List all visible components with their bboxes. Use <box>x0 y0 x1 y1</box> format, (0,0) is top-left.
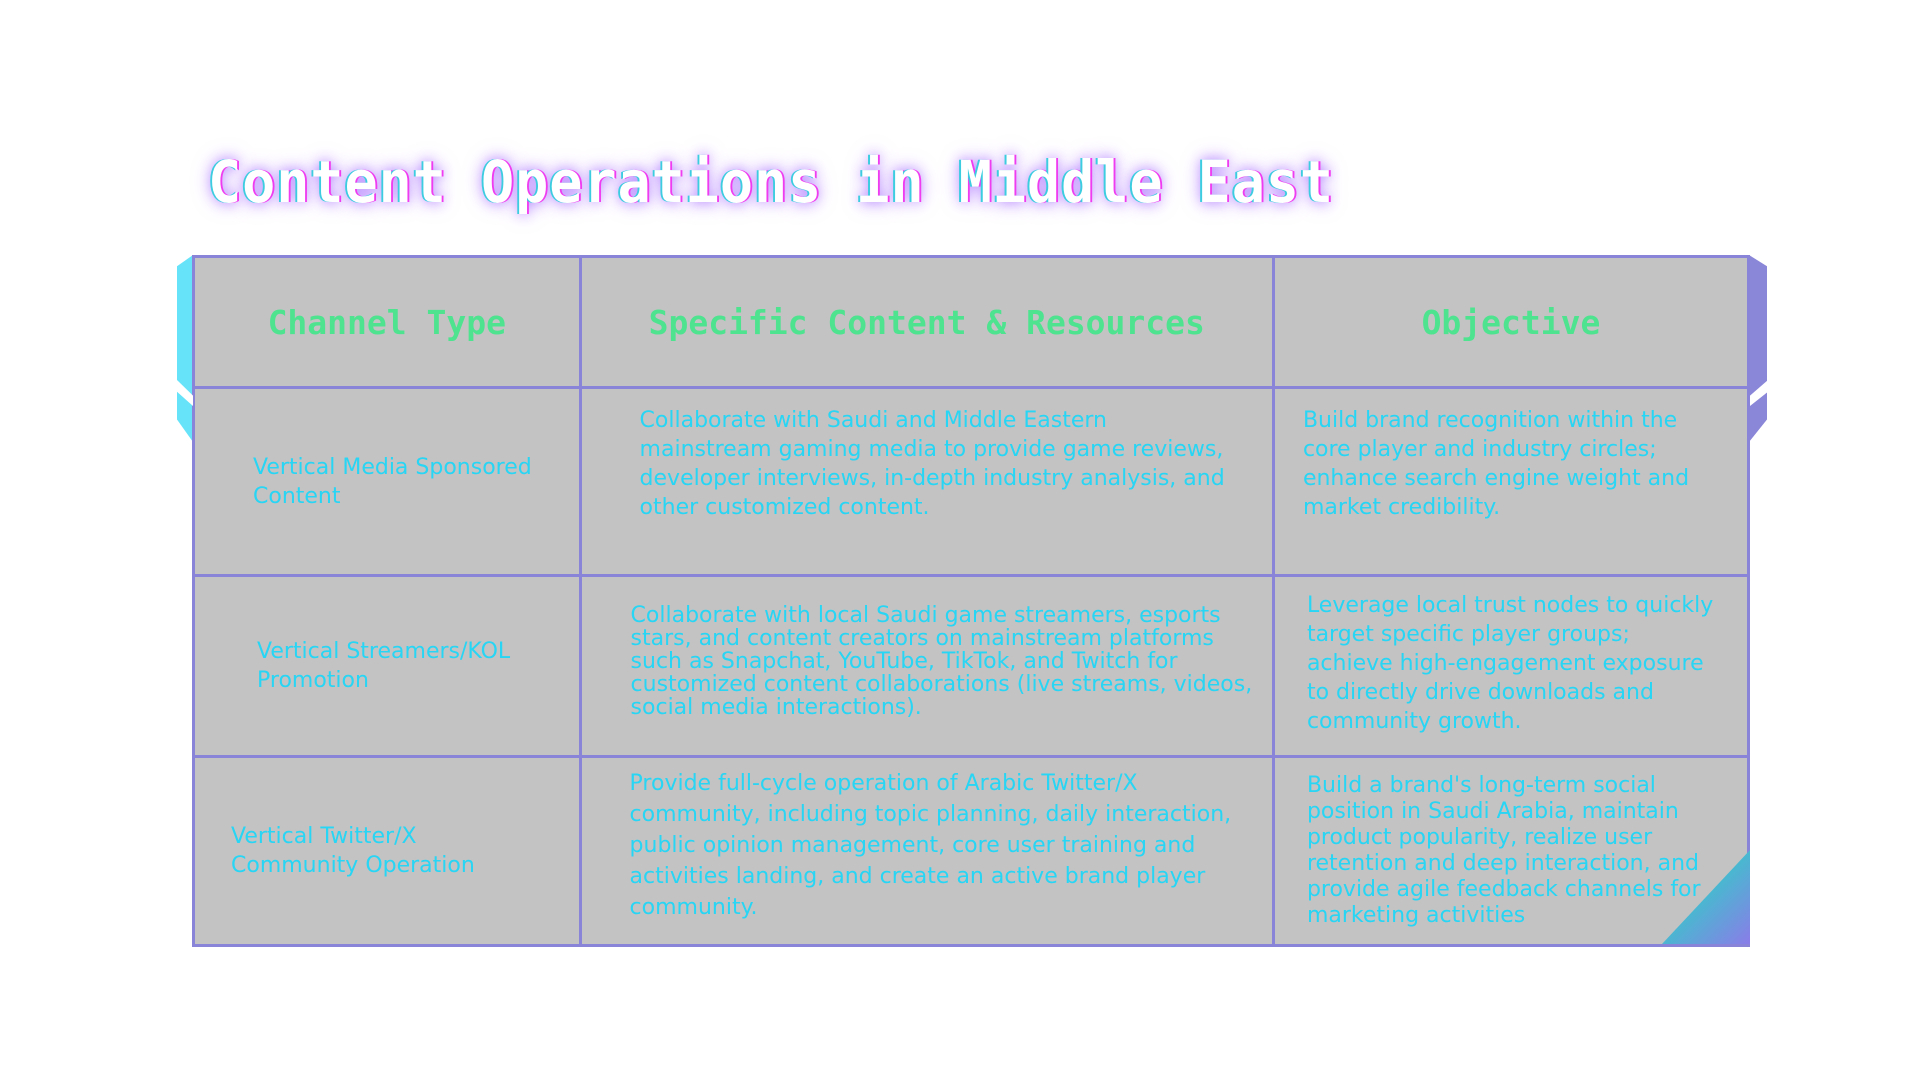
page-title: Content Operations in Middle East <box>208 148 1335 216</box>
header-content-resources: Specific Content & Resources <box>578 255 1275 389</box>
objective-cell: Leverage local trust nodes to quickly ta… <box>1306 592 1714 734</box>
left-accent-decoration <box>177 255 193 442</box>
table-header-row: Channel Type Specific Content & Resource… <box>192 255 1751 389</box>
table-row: Vertical Media Sponsored Content Collabo… <box>192 386 1751 577</box>
content-cell: Collaborate with Saudi and Middle Easter… <box>639 407 1225 520</box>
channel-type-cell: Vertical Twitter/X Community Operation <box>231 824 475 878</box>
channel-type-cell: Vertical Media Sponsored Content <box>253 454 532 509</box>
channel-type-cell: Vertical Streamers/KOL Promotion <box>257 639 511 693</box>
table-row: Vertical Twitter/X Community Operation P… <box>192 755 1751 947</box>
content-operations-table: Channel Type Specific Content & Resource… <box>192 255 1751 947</box>
table-row: Vertical Streamers/KOL Promotion Collabo… <box>192 574 1751 758</box>
content-cell: Provide full-cycle operation of Arabic T… <box>629 770 1232 920</box>
header-objective: Objective <box>1271 255 1751 389</box>
objective-cell: Build a brand's long-term social positio… <box>1306 773 1701 928</box>
right-accent-decoration <box>1749 255 1767 442</box>
objective-cell: Build brand recognition within the core … <box>1302 407 1690 520</box>
header-channel-type: Channel Type <box>192 255 582 389</box>
content-cell: Collaborate with local Saudi game stream… <box>630 602 1253 720</box>
